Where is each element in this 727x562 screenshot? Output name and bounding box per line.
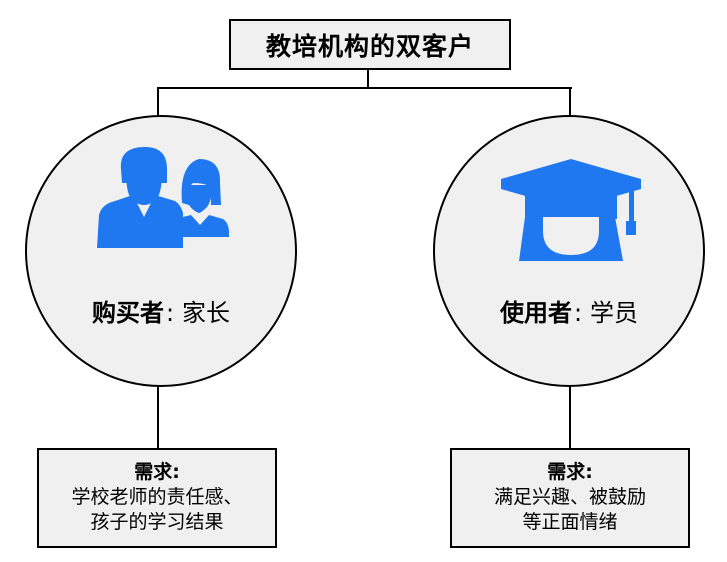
connector-horizontal <box>157 87 572 89</box>
user-needs-line-2: 等正面情绪 <box>522 511 618 533</box>
graduation-student-icon <box>499 159 645 265</box>
user-role-value: 学员 <box>590 299 639 327</box>
buyer-needs-line-1: 学校老师的责任感、 <box>71 486 243 508</box>
buyer-role-separator: : <box>165 299 175 327</box>
user-role-label: 使用者 <box>499 299 572 327</box>
connector-left-top <box>157 87 159 116</box>
user-needs-title: 需求: <box>547 461 593 483</box>
buyer-node: 购买者:家长 <box>25 115 297 387</box>
diagram-title: 教培机构的双客户 <box>265 31 474 61</box>
connector-left-bottom <box>157 386 159 448</box>
connector-right-top <box>569 87 571 116</box>
buyer-needs-line-2: 孩子的学习结果 <box>90 511 224 533</box>
user-needs-line-1: 满足兴趣、被鼓励 <box>493 486 646 508</box>
parents-icon <box>95 143 235 253</box>
connector-title-down <box>367 68 369 88</box>
user-role: 使用者:学员 <box>433 293 705 328</box>
buyer-role-value: 家长 <box>182 299 231 327</box>
buyer-needs-title: 需求: <box>134 461 180 483</box>
user-role-separator: : <box>573 299 583 327</box>
buyer-role-label: 购买者 <box>91 299 164 327</box>
connector-right-bottom <box>569 386 571 448</box>
title-box: 教培机构的双客户 <box>229 19 511 70</box>
buyer-role: 购买者:家长 <box>25 293 297 328</box>
buyer-needs-box: 需求: 学校老师的责任感、 孩子的学习结果 <box>37 448 277 548</box>
user-needs-box: 需求: 满足兴趣、被鼓励 等正面情绪 <box>450 448 690 548</box>
user-node: 使用者:学员 <box>433 115 705 387</box>
